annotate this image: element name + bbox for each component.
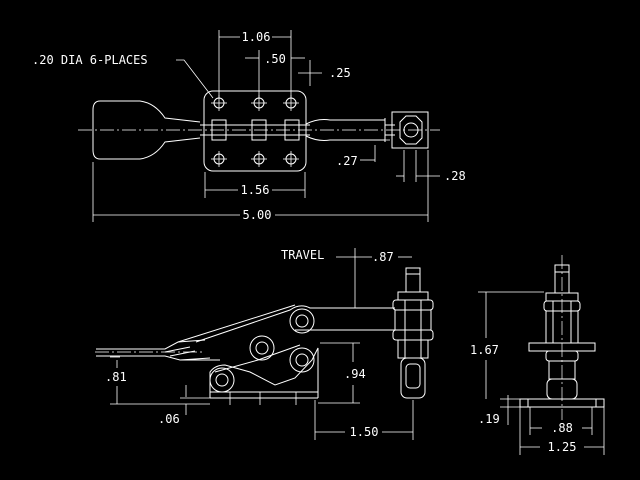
- dim-0-50: .50: [245, 50, 305, 98]
- dim-label-1-56: 1.56: [241, 183, 270, 197]
- side-view: TRAVEL .87 .81 .06 .94: [95, 248, 434, 440]
- dim-0-88: .88: [529, 407, 593, 435]
- pivot-block: [251, 119, 267, 141]
- dim-0-25: .25: [298, 60, 351, 86]
- dim-travel: TRAVEL .87: [281, 248, 412, 308]
- dim-label-0-28: .28: [444, 169, 466, 183]
- nut-housing: [391, 111, 429, 149]
- spindle-tip: [405, 267, 421, 293]
- spindle-nut: [391, 111, 429, 149]
- pivot: [249, 335, 275, 361]
- handle-grip: [92, 100, 201, 160]
- top-view: 1.06 .50 .25 .20 DIA 6-PLACES .27: [32, 30, 466, 222]
- dim-1-25: 1.25: [519, 407, 605, 455]
- dim-label-0-50: .50: [264, 52, 286, 66]
- pivot-block: [211, 119, 227, 141]
- base-side: [209, 347, 319, 392]
- pivot-block: [284, 119, 300, 141]
- pivots-side: [209, 308, 315, 393]
- dim-1-67: 1.67: [470, 291, 544, 399]
- dim-label-1-25: 1.25: [548, 440, 577, 454]
- hole-note-label: .20 DIA 6-PLACES: [32, 53, 148, 67]
- dim-0-28: .28: [396, 150, 466, 183]
- pivot: [289, 347, 315, 373]
- dim-1-56: 1.56: [204, 172, 306, 198]
- dim-1-06: 1.06: [218, 30, 292, 98]
- handle-side: [96, 339, 211, 361]
- mounting-holes: [211, 95, 299, 167]
- hole-note: .20 DIA 6-PLACES: [32, 53, 214, 99]
- linkage-top: [200, 118, 395, 142]
- dim-label-1-06: 1.06: [242, 30, 271, 44]
- dim-label-0-25: .25: [329, 66, 351, 80]
- dim-label-0-06: .06: [158, 412, 180, 426]
- dim-label-1-67: 1.67: [470, 343, 499, 357]
- clamp-arm: [195, 305, 395, 373]
- spindle-pad: [400, 357, 426, 399]
- dim-0-94: .94: [318, 342, 366, 404]
- dim-label-0-81: .81: [105, 370, 127, 384]
- dim-label-0-19: .19: [478, 412, 500, 426]
- end-view: 1.67 .19 .88 1.25: [470, 255, 605, 455]
- dim-label-1-50: 1.50: [350, 425, 379, 439]
- spindle-side: [392, 267, 434, 399]
- end-base: [519, 398, 605, 408]
- base-plate: [203, 90, 307, 172]
- dim-label-0-87: .87: [372, 250, 394, 264]
- travel-label: TRAVEL: [281, 248, 324, 262]
- dim-5-00: 5.00: [92, 150, 429, 222]
- dim-label-0-94: .94: [344, 367, 366, 381]
- dim-label-0-27: .27: [336, 154, 358, 168]
- dim-label-5-00: 5.00: [243, 208, 272, 222]
- pivot: [209, 367, 235, 393]
- dim-0-06: .06: [158, 385, 210, 426]
- dim-0-27: .27: [336, 139, 390, 168]
- pivot: [289, 308, 315, 334]
- dim-0-81: .81: [105, 356, 210, 405]
- dim-0-19: .19: [478, 395, 520, 426]
- dim-1-50: 1.50: [314, 400, 414, 440]
- dim-label-0-88: .88: [551, 421, 573, 435]
